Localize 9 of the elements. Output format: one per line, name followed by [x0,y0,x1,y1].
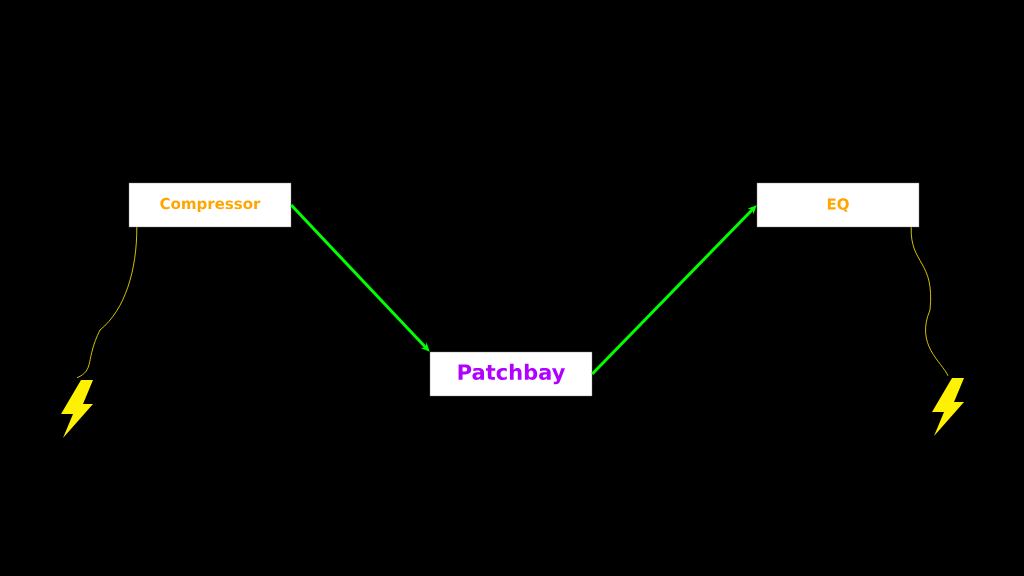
wire [910,226,949,377]
arrow [591,205,757,376]
process-box: Patchbay [429,351,593,397]
arrow [290,203,430,352]
wire [76,226,138,379]
lightning-bolt-icon [61,380,93,438]
process-box: Compressor [128,182,292,228]
lightning-bolt-icon [932,378,964,436]
process-box: EQ [756,182,920,228]
